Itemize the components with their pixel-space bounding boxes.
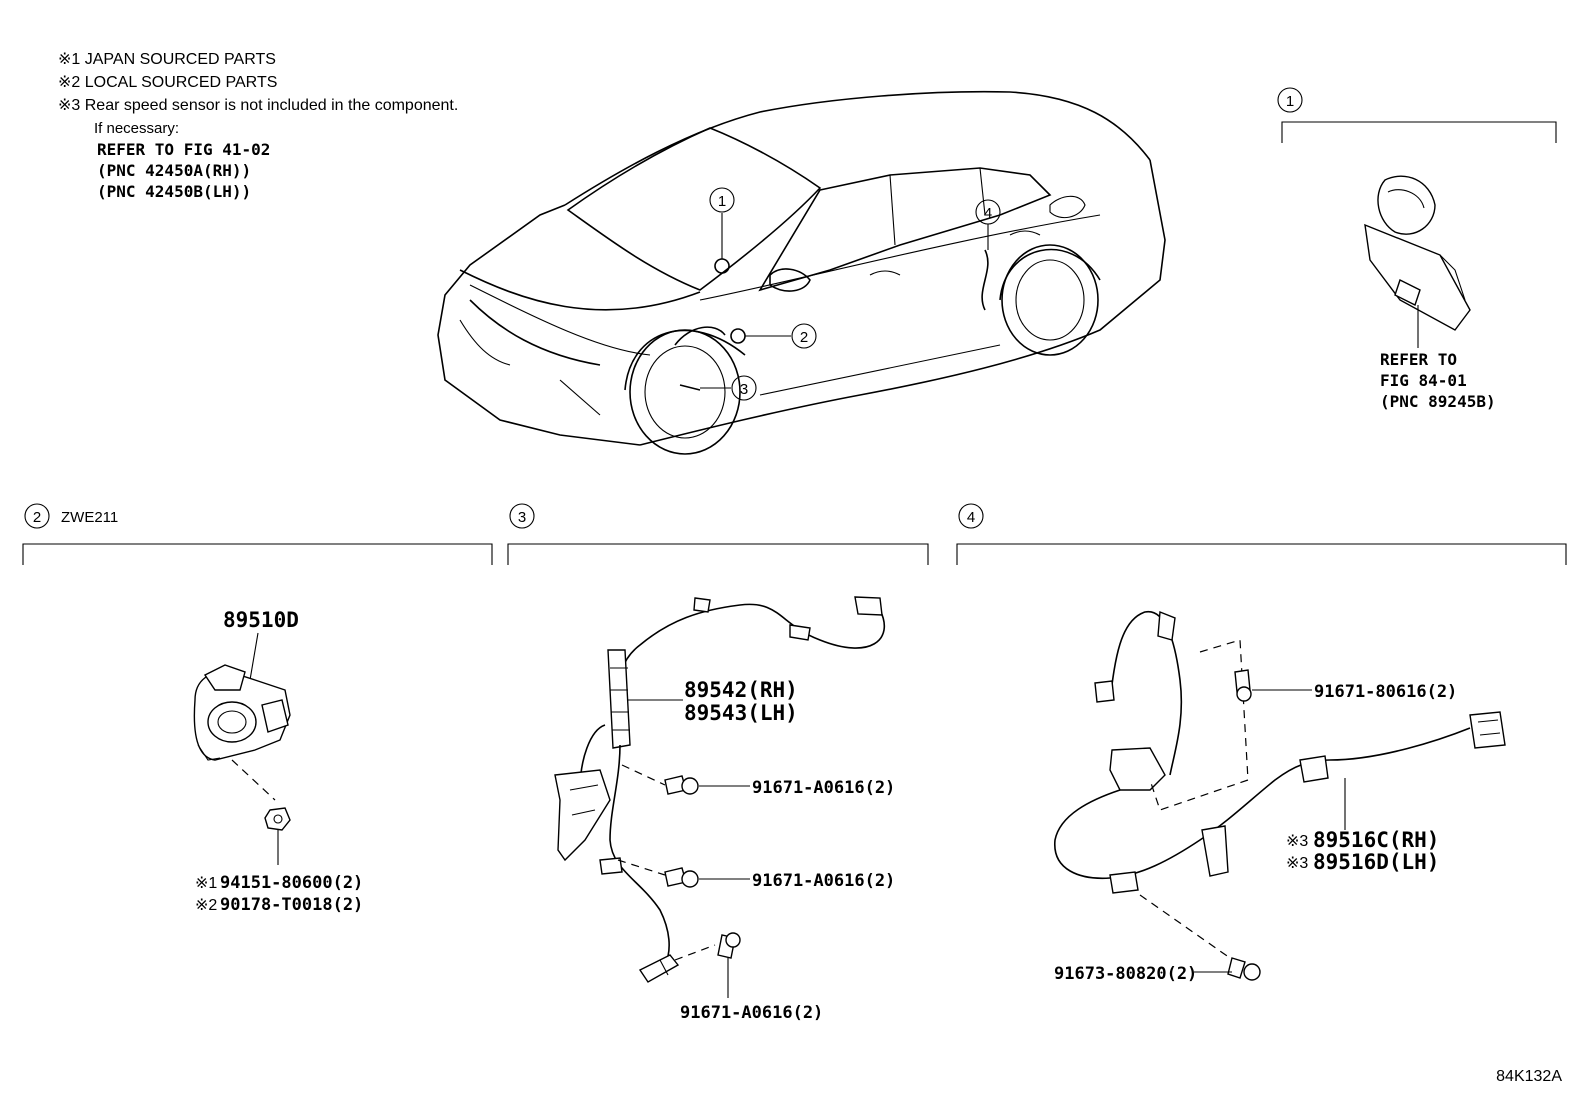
section-4: 4 91671-80616(2) ※3 89516C(RH) ※3 — [956, 503, 1567, 984]
car-rear-speed-sensor — [981, 249, 989, 311]
car-front-wheel-arch — [624, 329, 746, 391]
section-1-ref-line-3: (PNC 89245B) — [1380, 392, 1496, 411]
car-front-wheel — [629, 329, 741, 455]
section-4-bolt-top: 91671-80616(2) — [1314, 682, 1457, 702]
car-hood-crease — [469, 284, 651, 356]
section-1: 1 REFER TO FIG 84-01 (PNC 89245B) — [1277, 87, 1557, 411]
car-front-outline — [437, 204, 641, 446]
rear-bolt-top — [1234, 669, 1252, 702]
section-3-number-circle — [509, 503, 535, 529]
car-door-handle-front — [869, 270, 901, 276]
section-2: 2 ZWE211 89510D ※1 94151-80600(2) ※2 901… — [22, 503, 493, 915]
section-2-fastener-2-mark: ※2 — [195, 897, 217, 914]
note-local-sourced: ※2 LOCAL SOURCED PARTS — [58, 74, 277, 91]
car-front-sensor-harness — [674, 326, 726, 346]
section-2-fastener-1-code: 94151-80600(2) — [220, 873, 363, 893]
car-headlight — [469, 299, 601, 366]
yaw-rate-sensor — [193, 664, 291, 761]
note-rear-sensor: ※3 Rear speed sensor is not included in … — [58, 97, 458, 114]
callout-circle-2 — [791, 323, 817, 349]
section-2-fastener-2-code: 90178-T0018(2) — [220, 895, 363, 915]
car-fog-trim — [559, 379, 601, 416]
car-front-wheel-rim — [644, 345, 726, 439]
note-ref-fig: REFER TO FIG 41-02 — [97, 140, 270, 159]
callout-label-1: 1 — [718, 193, 726, 210]
note-ref-pnc-rh: (PNC 42450A(RH)) — [97, 161, 251, 180]
section-3-number: 3 — [518, 509, 526, 526]
section-4-part-lh-mark: ※3 — [1286, 855, 1308, 872]
section-3: 3 89542(RH) 89543(LH) 9167 — [507, 503, 929, 1023]
figure-code: 84K132A — [1496, 1068, 1562, 1085]
note-japan-sourced: ※1 JAPAN SOURCED PARTS — [58, 51, 276, 68]
car-callouts: 1 2 3 4 — [700, 187, 1001, 401]
car-b-pillar — [889, 174, 896, 246]
callout-label-4: 4 — [984, 205, 992, 222]
section-4-part-rh-code: 89516C(RH) — [1313, 828, 1439, 852]
car-side-mirror — [769, 268, 811, 292]
car-beltline — [699, 214, 1101, 301]
car-rear-wheel-arch — [999, 248, 1101, 301]
car-door-handle-rear — [1009, 230, 1041, 236]
bolt-a — [664, 775, 699, 795]
car-rear-wheel-rim — [1015, 259, 1085, 341]
car-rocker — [759, 344, 1001, 396]
car-grille — [459, 319, 511, 366]
callout-label-3: 3 — [740, 381, 748, 398]
bolt-b — [664, 867, 699, 888]
section-4-bracket — [956, 543, 1567, 565]
car-yaw-sensor-mark — [730, 328, 746, 344]
section-1-number: 1 — [1286, 93, 1294, 110]
section-2-fastener-1-mark: ※1 — [195, 875, 217, 892]
notes-block: ※1 JAPAN SOURCED PARTS ※2 LOCAL SOURCED … — [58, 51, 458, 201]
car-illustration — [437, 90, 1166, 455]
rear-speed-sensor-harness — [1054, 610, 1506, 894]
section-1-ref-line-2: FIG 84-01 — [1380, 371, 1467, 390]
section-4-number: 4 — [967, 509, 975, 526]
car-roof-line — [564, 90, 1151, 206]
front-speed-sensor-harness — [554, 596, 886, 983]
car-fuel-door — [1049, 195, 1086, 219]
section-4-number-circle — [958, 503, 984, 529]
section-4-part-lh-code: 89516D(LH) — [1313, 850, 1439, 874]
car-side-windows — [758, 167, 1052, 292]
section-1-ref-line-1: REFER TO — [1380, 350, 1457, 369]
airbag-sensor-assembly — [1364, 175, 1471, 348]
section-2-dash-leader — [231, 759, 276, 801]
callout-circle-1 — [709, 187, 735, 213]
section-3-part-lh: 89543(LH) — [684, 701, 798, 725]
section-4-bolt-bottom: 91673-80820(2) — [1054, 964, 1197, 984]
note-ref-pnc-lh: (PNC 42450B(LH)) — [97, 182, 251, 201]
section-3-bracket — [507, 543, 929, 565]
car-front-speed-sensor — [679, 384, 701, 391]
section-2-part-main: 89510D — [223, 608, 299, 632]
rear-bolt-bottom — [1227, 957, 1261, 981]
section-3-bolt-c: 91671-A0616(2) — [680, 1003, 823, 1023]
bolt-c — [717, 932, 741, 959]
car-hood-edge — [459, 269, 701, 311]
callout-circle-4 — [975, 199, 1001, 225]
section-1-number-circle — [1277, 87, 1303, 113]
section-4-part-rh-mark: ※3 — [1286, 833, 1308, 850]
section-2-number: 2 — [33, 509, 41, 526]
car-airbag-sensor-mark — [714, 258, 730, 274]
section-2-model: ZWE211 — [61, 509, 118, 526]
section-3-part-rh: 89542(RH) — [684, 678, 798, 702]
section-2-number-circle — [24, 503, 50, 529]
section-3-bolt-a: 91671-A0616(2) — [752, 778, 895, 798]
callout-circle-3 — [731, 375, 757, 401]
section-4-dashed-box — [1149, 639, 1249, 811]
clip-nut — [264, 807, 291, 831]
car-windshield — [566, 127, 822, 291]
section-1-bracket — [1281, 121, 1557, 143]
section-2-bracket — [22, 543, 493, 565]
car-c-pillar — [979, 167, 986, 216]
car-body-side — [639, 159, 1166, 446]
note-if-necessary: If necessary: — [94, 120, 179, 137]
car-rear-wheel — [1001, 244, 1099, 356]
callout-label-2: 2 — [800, 329, 808, 346]
section-3-bolt-b: 91671-A0616(2) — [752, 871, 895, 891]
